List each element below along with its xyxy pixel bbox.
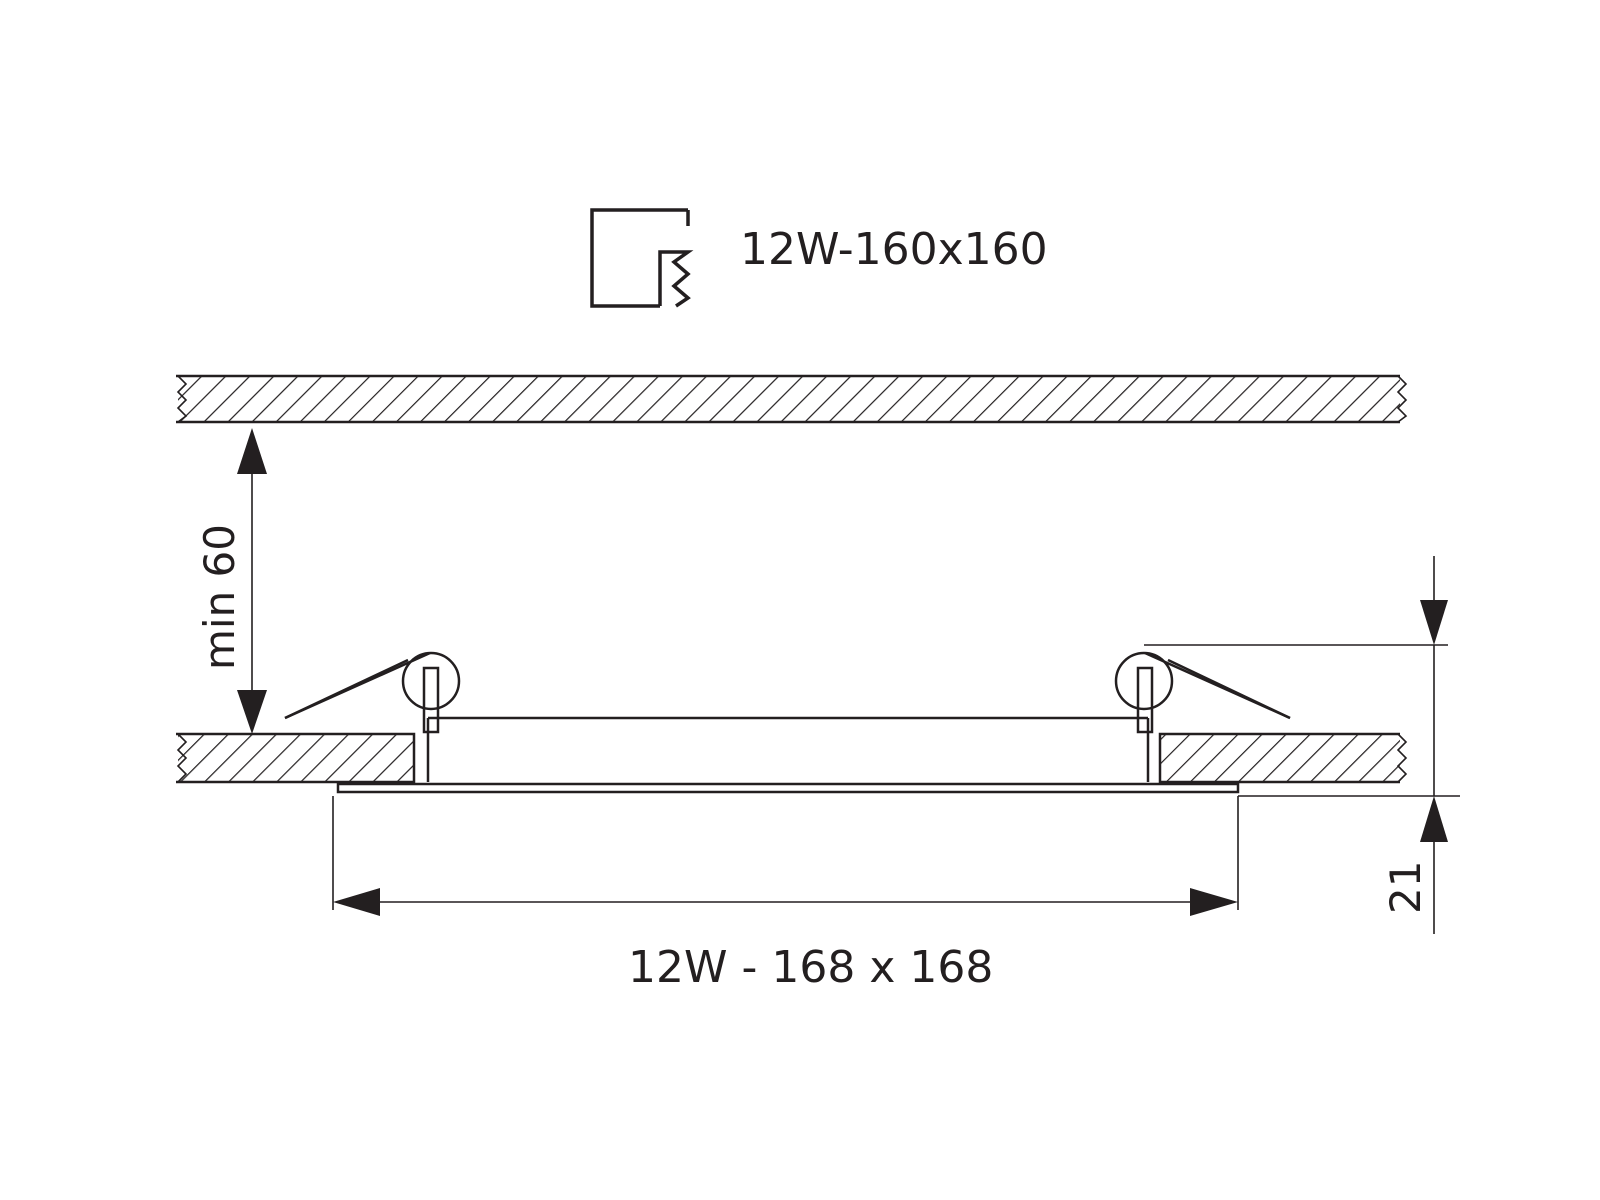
clearance-label: min 60 [195, 524, 244, 670]
clearance-dimension [237, 428, 267, 734]
cutout-label: 12W-160x160 [740, 224, 1048, 275]
ceiling-board-right [1158, 732, 1408, 784]
height-dimension [1144, 556, 1460, 934]
height-label: 21 [1381, 861, 1430, 914]
ceiling-board-left [176, 732, 416, 784]
spring-clip-right [1114, 651, 1291, 734]
width-label: 12W - 168 x 168 [628, 942, 993, 993]
spring-clip-left [284, 651, 461, 734]
led-panel [336, 716, 1240, 794]
ceiling-slab [176, 374, 1408, 424]
square-cutout-icon [590, 208, 694, 308]
width-dimension [332, 796, 1239, 916]
